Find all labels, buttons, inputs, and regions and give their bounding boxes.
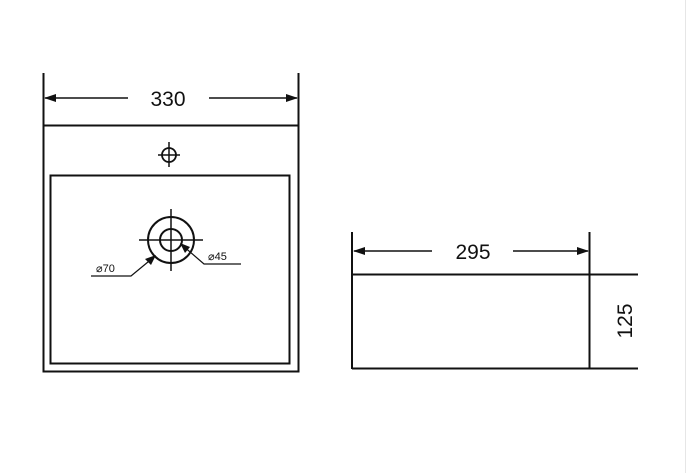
top-width-label: 330 [150, 88, 185, 111]
top-dim-arrow-left [44, 94, 56, 102]
drain-inner-leader-line [181, 244, 241, 265]
tap-hole-symbol [158, 142, 180, 167]
side-width-dimension [353, 247, 589, 255]
basin-inner-bowl [49, 174, 291, 365]
drain-inner-leader-arrow [180, 243, 190, 253]
side-height-label: 125 [614, 303, 637, 338]
side-dim-arrow-right [577, 247, 589, 255]
drain-outer-diameter-label: ⌀70 [96, 263, 115, 275]
drain-symbol [139, 209, 203, 271]
drain-outer-leader [91, 255, 156, 277]
side-dim-arrow-left [353, 247, 365, 255]
basin-outer-outline [42, 124, 300, 373]
drain-outer-leader-line [91, 256, 155, 277]
side-view [351, 232, 638, 370]
side-width-label: 295 [455, 241, 490, 264]
drain-outer-leader-arrow [145, 255, 156, 265]
top-dim-arrow-right [286, 94, 298, 102]
page-edge-line [685, 0, 686, 473]
drain-inner-leader [180, 243, 241, 265]
drain-inner-diameter-label: ⌀45 [208, 251, 227, 263]
top-width-dimension [44, 94, 298, 102]
top-view [42, 73, 300, 373]
